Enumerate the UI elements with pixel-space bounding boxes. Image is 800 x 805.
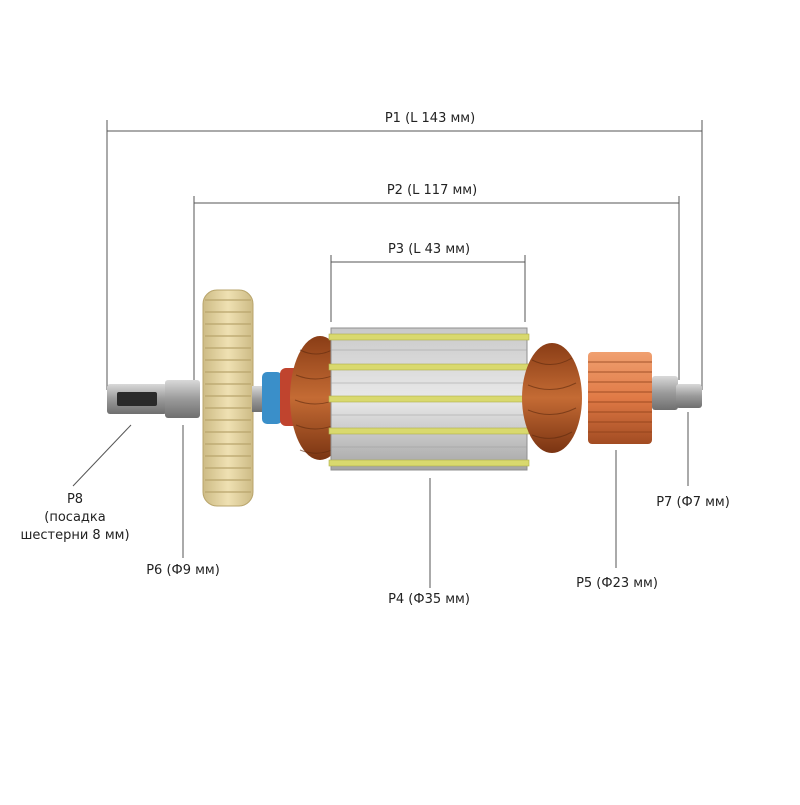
gear xyxy=(202,289,254,507)
commutator xyxy=(588,352,652,444)
label-p6: P6 (Ф9 мм) xyxy=(146,563,220,578)
label-p7: P7 (Ф7 мм) xyxy=(656,495,730,510)
label-p4: P4 (Ф35 мм) xyxy=(388,592,470,607)
shaft-right-end xyxy=(676,384,702,408)
blue-insulator-ring xyxy=(262,372,282,424)
label-p2: P2 (L 117 мм) xyxy=(386,183,478,198)
dimension-p3 xyxy=(330,255,526,322)
label-p1: P1 (L 143 мм) xyxy=(384,111,476,126)
winding-right xyxy=(522,343,582,453)
label-p8-title: P8 xyxy=(66,492,84,507)
label-p3: P3 (L 43 мм) xyxy=(387,242,471,257)
shaft-left-bearing xyxy=(165,380,200,418)
dimension-p2 xyxy=(193,196,680,380)
leader-p8 xyxy=(72,424,132,487)
shaft-right-bushing xyxy=(652,376,678,410)
label-p8-line3: шестерни 8 мм) xyxy=(20,528,130,543)
label-p5: P5 (Ф23 мм) xyxy=(576,576,658,591)
dimension-p1 xyxy=(106,120,703,390)
leader-lines xyxy=(72,412,689,588)
armature xyxy=(107,289,702,507)
label-p8-line2: (посадка xyxy=(44,510,106,525)
